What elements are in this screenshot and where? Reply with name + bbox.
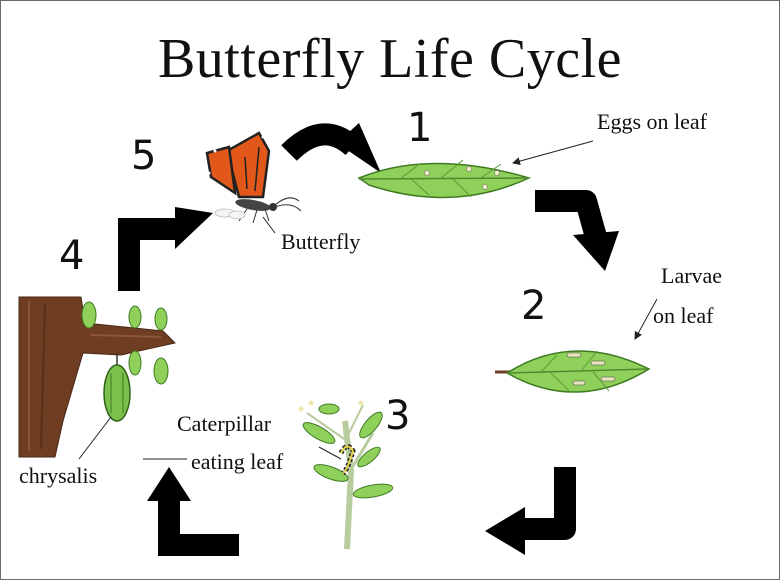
stage-5-number: 5	[131, 133, 156, 179]
chrysalis-pointer-line	[79, 417, 111, 459]
larvae-label-line2: on leaf	[653, 303, 713, 329]
leaf-with-larvae-icon	[495, 351, 649, 392]
cycle-arrow-1-to-2	[535, 201, 619, 271]
caterpillar-label-line2: eating leaf	[191, 449, 283, 475]
eggs-pointer-line	[513, 141, 593, 163]
cycle-arrow-4-to-5	[129, 207, 213, 291]
cycle-arrow-5-to-1	[289, 123, 381, 173]
butterfly-label: Butterfly	[281, 229, 360, 255]
caterpillar-pointer-line	[319, 447, 341, 459]
cycle-arrow-3-to-4	[147, 467, 239, 545]
caterpillar-label-line1: Caterpillar	[177, 411, 271, 437]
stage-2-number: 2	[521, 283, 546, 329]
stage-4-number: 4	[59, 233, 84, 279]
stage-1-number: 1	[407, 105, 432, 151]
cycle-arrow-2-to-3	[485, 467, 565, 555]
plant-with-caterpillar-icon	[299, 401, 394, 550]
eggs-label: Eggs on leaf	[597, 109, 707, 135]
butterfly-pointer-line	[263, 217, 275, 233]
stage-3-number: 3	[385, 393, 410, 439]
larvae-label-line1: Larvae	[661, 263, 722, 289]
branch-with-chrysalis-icon	[19, 297, 175, 457]
leaf-with-eggs-icon	[359, 160, 529, 197]
chrysalis-label: chrysalis	[19, 463, 97, 489]
